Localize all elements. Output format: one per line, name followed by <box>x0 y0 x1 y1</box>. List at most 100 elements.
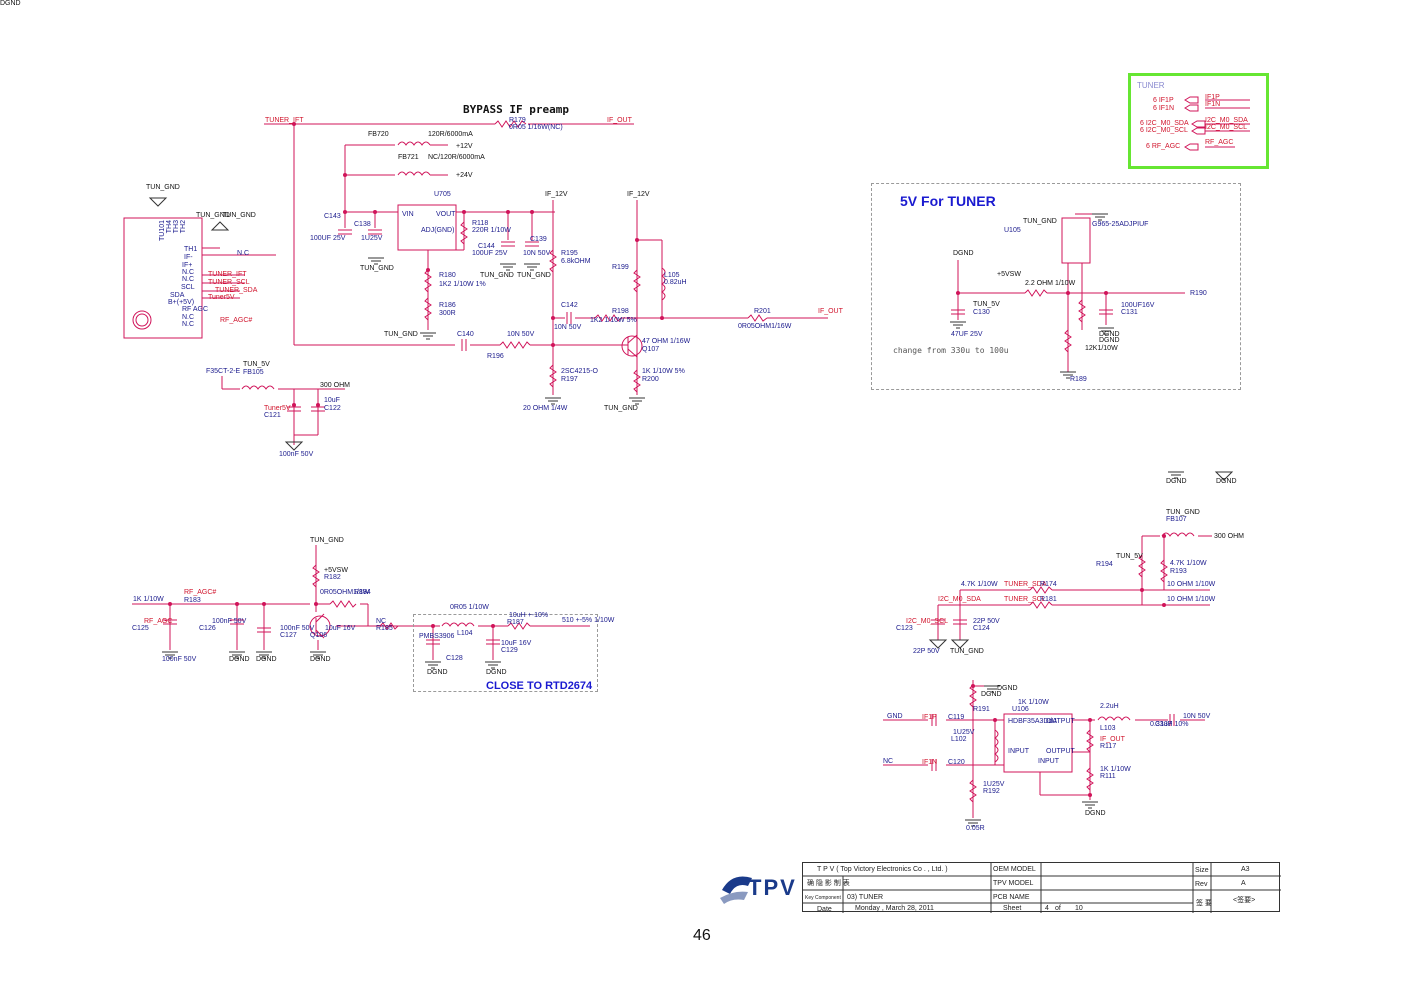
key-component-value: 03) TUNER <box>847 894 884 901</box>
component-label: R187 <box>507 619 524 626</box>
component-label: C140 <box>457 331 474 338</box>
sheet-label: Sheet <box>1003 905 1022 912</box>
component-label: C121 <box>264 412 281 419</box>
tuner-hierarchy-box <box>1128 73 1269 169</box>
component-label: FB107 <box>1166 516 1187 523</box>
sign-label: 签 要 <box>1196 900 1212 907</box>
component-label: VOUT <box>436 211 456 218</box>
capacitor-change-note: change from 330u to 100u <box>893 346 1009 355</box>
component-label: IF1N <box>922 759 938 766</box>
close-to-rtd-box <box>413 614 598 692</box>
tuner-net: RF_AGC <box>1205 139 1234 146</box>
component-label: ADJ(GND) <box>421 227 455 234</box>
component-label: C142 <box>561 302 578 309</box>
component-label: TUN_GND <box>310 537 344 544</box>
component-label: R199 <box>612 264 629 271</box>
component-label: L104 <box>457 630 473 637</box>
component-label: C131 <box>1121 309 1138 316</box>
component-label: R190 <box>1190 290 1207 297</box>
component-label: 100nF 50V <box>162 656 197 663</box>
component-label: RF_AGC# <box>184 589 217 596</box>
component-label: 2.2 OHM 1/10W <box>1025 280 1076 287</box>
component-label: TUN_GND <box>950 648 984 655</box>
component-label: C122 <box>324 405 341 412</box>
component-label: R200 <box>642 376 659 383</box>
component-label: 1U25V <box>361 235 383 242</box>
component-label: Q106 <box>310 632 328 639</box>
component-label: 0R05OHM1/16W <box>738 323 792 330</box>
component-label: 1K 1/10W 5% <box>642 368 685 375</box>
component-label: 100nF 50V <box>280 625 315 632</box>
component-label: 100UF 25V <box>472 250 508 257</box>
component-label: 10uF 16V <box>501 640 532 647</box>
component-label: +5VSW <box>324 567 348 574</box>
component-label: 1K 1/10W <box>1018 699 1049 706</box>
component-label: C120 <box>948 759 965 766</box>
tuner-pin: 6 IF1P <box>1153 97 1174 104</box>
component-label: 100nF 50V <box>212 618 247 625</box>
row2-left: 确 隐 影 制 表 <box>807 880 850 887</box>
component-label: 1U25V <box>953 729 975 736</box>
component-label: DGND <box>1166 478 1187 485</box>
date-label: Date <box>817 906 832 913</box>
component-label: C138 <box>354 221 371 228</box>
component-label: TH1 <box>184 246 198 253</box>
component-label: R196 <box>487 353 504 360</box>
component-label: TUN_GND <box>517 272 551 279</box>
component-label: C128 <box>446 655 463 662</box>
page-number: 46 <box>693 927 711 944</box>
component-label: N.C <box>182 314 195 321</box>
component-label: IF_OUT <box>818 308 843 315</box>
component-label: L102 <box>951 736 967 743</box>
component-label: R111 <box>1100 773 1116 780</box>
company-name: T P V ( Top Victory Electronics Co . , L… <box>817 866 948 873</box>
component-label: 220R 1/10W <box>472 227 511 234</box>
component-label: 10N 50V <box>554 324 582 331</box>
tuner-net: I2C_M0_SCL <box>1205 124 1248 131</box>
component-label: C127 <box>280 632 297 639</box>
component-label: 1K2 1/10W 5% <box>590 317 637 324</box>
component-label: N.C <box>182 269 195 276</box>
component-label: HDBF35A3DdA <box>1008 718 1058 725</box>
pcb-name-label: PCB NAME <box>993 894 1030 901</box>
component-label: TUNER_SDA <box>215 287 258 294</box>
component-label: R182 <box>324 574 341 581</box>
component-label: U105 <box>1004 227 1021 234</box>
tuner-box-heading: TUNER <box>1137 81 1165 90</box>
component-label: R197 <box>561 376 578 383</box>
component-label: R194 <box>1096 561 1113 568</box>
component-label: 1K2 1/10W 1% <box>439 281 486 288</box>
component-label: C139 <box>530 236 547 243</box>
component-label: OUTPUT <box>1046 748 1075 755</box>
tuner-net: IF1N <box>1205 101 1221 108</box>
component-label: 100UF16V <box>1121 302 1155 309</box>
rev-value: A <box>1241 880 1246 887</box>
component-label: IF+ <box>182 262 193 269</box>
component-label: TUN_5V <box>1116 553 1143 560</box>
component-label: R193 <box>1170 568 1187 575</box>
sheet-number: 4 <box>1045 905 1049 912</box>
component-label: DGND <box>953 250 974 257</box>
component-label: R184 <box>354 589 371 596</box>
component-label: TUN_5V <box>243 361 270 368</box>
component-label: R183 <box>184 597 201 604</box>
tuner-5v-heading: 5V For TUNER <box>900 193 996 209</box>
date-value: Monday , March 28, 2011 <box>855 905 934 912</box>
component-label: 0.33uH 10% <box>1150 721 1189 728</box>
component-label: TUN_GND <box>384 331 418 338</box>
component-label: G965-25ADJPIUF <box>1092 221 1149 228</box>
tuner-pin: 6 RF_AGC <box>1146 143 1181 150</box>
sheet-title: BYPASS IF preamp <box>463 103 569 116</box>
component-label: 10N 50V <box>523 250 551 257</box>
tuner-net: IF1P <box>1205 94 1220 101</box>
key-component-label: Key Component <box>805 895 841 901</box>
component-label: TUNER_SDA <box>1004 581 1047 588</box>
tuner-pin: 6 IF1N <box>1153 105 1175 112</box>
component-label: 1K 1/10W <box>1100 766 1131 773</box>
component-label: U705 <box>434 191 451 198</box>
title-block: T P V ( Top Victory Electronics Co . , L… <box>802 862 1281 913</box>
component-label: 6.8kOHM <box>561 258 591 265</box>
component-label: R174 <box>1040 581 1057 588</box>
sheet-of: of <box>1055 905 1061 912</box>
tpv-logo-mark-icon <box>720 876 752 904</box>
